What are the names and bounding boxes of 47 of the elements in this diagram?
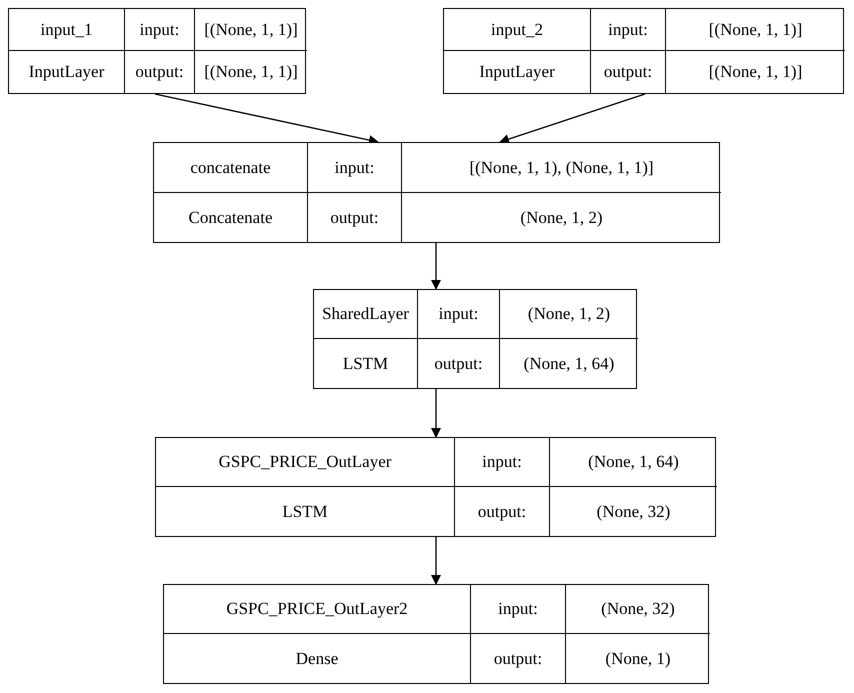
table-cell: concatenate (154, 143, 308, 192)
table-cell: LSTM (314, 339, 418, 388)
arrow (431, 243, 441, 290)
table-cell: input: (591, 9, 666, 51)
table-cell: input_2 (444, 9, 591, 51)
table-cell: output: (471, 634, 566, 683)
table-cell: [(None, 1, 1)] (195, 9, 307, 51)
table-cell: output: (125, 51, 195, 93)
table-cell: output: (308, 192, 402, 242)
layer-table (443, 8, 844, 94)
table-cell-text: [(None, 1, 1)] (203, 61, 299, 84)
table-cell: input_1 (9, 9, 125, 51)
layer-table (155, 437, 716, 537)
layer-table (8, 8, 306, 94)
table-cell: (None, 32) (566, 585, 710, 634)
table-cell: [(None, 1, 1), (None, 1, 1)] (402, 143, 721, 192)
table-cell: GSPC_PRICE_OutLayer2 (164, 585, 471, 634)
table-cell-text: [(None, 1, 1)] (708, 61, 804, 84)
table-cell-text: (None, 1, 2) (519, 206, 604, 229)
table-cell: input: (418, 290, 500, 339)
layer-table (153, 142, 720, 243)
table-cell: LSTM (156, 487, 455, 536)
table-cell: input: (125, 9, 195, 51)
arrow (431, 389, 441, 438)
arrow (431, 537, 441, 585)
arrow (154, 93, 379, 145)
table-cell: (None, 1, 2) (500, 290, 638, 339)
table-cell: output: (418, 339, 500, 388)
table-cell: Concatenate (154, 192, 308, 242)
table-cell: output: (591, 51, 666, 93)
table-cell: InputLayer (9, 51, 125, 93)
table-cell: (None, 1, 64) (550, 438, 717, 487)
table-cell: input: (308, 143, 402, 192)
table-cell: GSPC_PRICE_OutLayer (156, 438, 455, 487)
table-cell: input: (455, 438, 550, 487)
table-cell: [(None, 1, 1)] (666, 9, 845, 51)
table-cell: input: (471, 585, 566, 634)
table-cell: Dense (164, 634, 471, 683)
table-cell: InputLayer (444, 51, 591, 93)
layer-table (163, 584, 709, 684)
arrow (499, 93, 646, 144)
table-cell: output: (455, 487, 550, 536)
layer-table (313, 289, 637, 389)
table-cell-text: (None, 1) (604, 648, 672, 670)
table-cell: SharedLayer (314, 290, 418, 339)
table-cell-text: (None, 1, 64) (522, 352, 616, 375)
table-cell-text: (None, 32) (596, 500, 672, 523)
